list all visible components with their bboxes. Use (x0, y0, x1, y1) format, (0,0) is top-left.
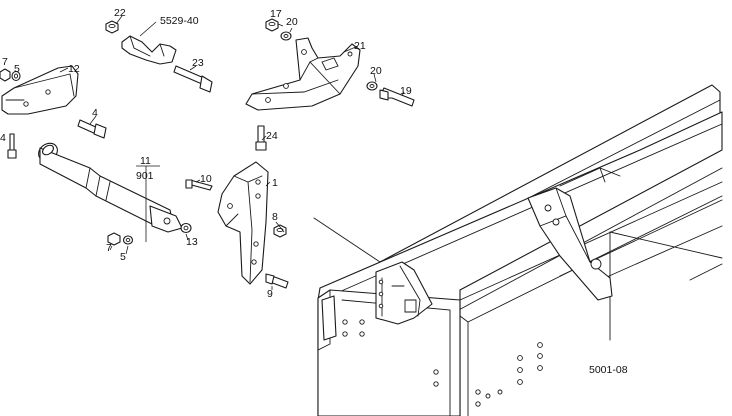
callout-1: 1 (272, 177, 278, 189)
callout-13: 13 (186, 236, 198, 248)
callout-22: 22 (114, 7, 126, 19)
callout-labels: 22 5529-40 17 20 21 20 19 23 7 5 12 4 4 … (0, 7, 628, 376)
callout-7-bottom: 7 (106, 242, 112, 254)
callout-24: 24 (266, 130, 278, 142)
bracket-5529-40 (121, 35, 177, 65)
chassis-frame (313, 84, 723, 416)
callout-19: 19 (400, 85, 412, 97)
callout-7-top: 7 (2, 56, 8, 68)
bracket-1 (217, 161, 269, 285)
fasteners (0, 18, 415, 289)
callout-5-top: 5 (14, 63, 20, 75)
callout-17: 17 (270, 8, 282, 20)
figure-code: 5001-08 (589, 364, 628, 376)
callout-20-right: 20 (370, 65, 382, 77)
bracket-12 (1, 65, 79, 115)
callout-20-top: 20 (286, 16, 298, 28)
bracket-21 (245, 37, 361, 111)
leader-lines (59, 15, 405, 290)
callout-5-bottom: 5 (120, 251, 126, 263)
callout-9: 9 (267, 288, 273, 300)
callout-12: 12 (68, 63, 80, 75)
callout-5529-40: 5529-40 (160, 15, 199, 27)
callout-901: 901 (136, 170, 154, 182)
shock-absorber-11 (38, 142, 183, 233)
callout-8: 8 (272, 211, 278, 223)
callout-4-right: 4 (92, 107, 98, 119)
callout-21: 21 (354, 40, 366, 52)
callout-4-left: 4 (0, 132, 6, 144)
callout-23: 23 (192, 57, 204, 69)
callout-10: 10 (200, 173, 212, 185)
callout-11: 11 (140, 155, 151, 167)
